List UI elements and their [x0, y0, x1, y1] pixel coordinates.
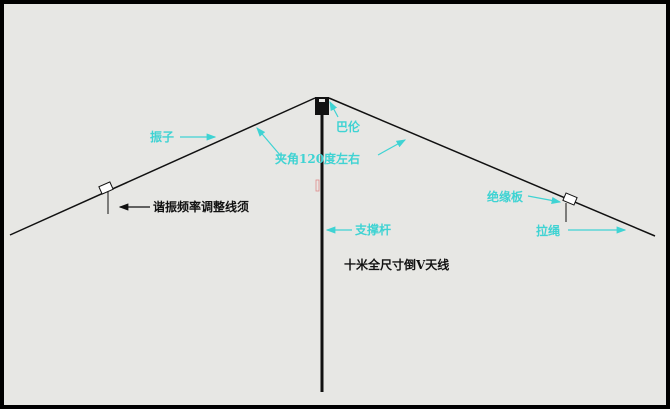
- red-marker: [315, 179, 320, 192]
- balun-arrow: [329, 100, 339, 118]
- insulator-arrow: [527, 195, 562, 204]
- balun-box: [315, 97, 329, 115]
- dipole-label: 振子: [150, 129, 174, 144]
- tuning-wire-label: 谐振频率调整线须: [153, 199, 249, 214]
- angle-label: 夹角120度左右: [275, 151, 360, 166]
- angle-arrow-left: [256, 127, 281, 156]
- angle-arrow-right: [377, 139, 407, 156]
- guy-rope-label: 拉绳: [536, 223, 560, 238]
- dipole-left-wire: [9, 97, 316, 236]
- balun-label: 巴伦: [336, 119, 361, 134]
- right-insulator: [562, 192, 578, 206]
- antenna-title: 十米全尺寸倒V天线: [344, 257, 449, 272]
- dipole-right-wire: [328, 97, 656, 237]
- left-insulator: [98, 181, 114, 195]
- insulator-label: 绝缘板: [487, 189, 524, 204]
- mast-label: 支撑杆: [354, 222, 391, 237]
